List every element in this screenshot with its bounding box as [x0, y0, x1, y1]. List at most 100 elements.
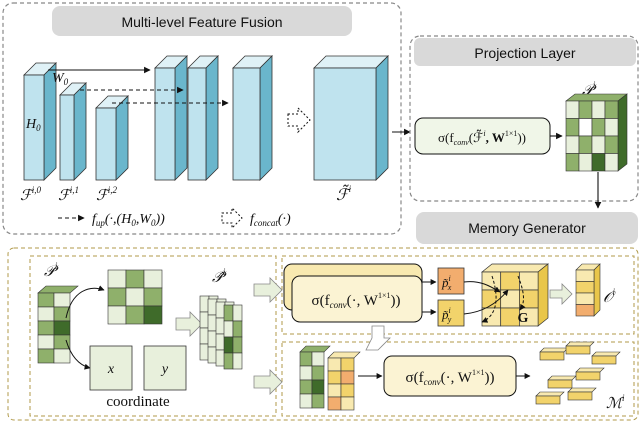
bottom-yellow-cell — [327, 383, 342, 398]
bottom-yellow-cell — [340, 396, 355, 411]
memory-bar-top — [565, 341, 595, 347]
memory-input-column — [37, 285, 79, 364]
feature-block-1 — [59, 82, 87, 181]
aug-cell — [232, 352, 243, 370]
proj-cell — [604, 100, 619, 119]
memory-bars — [535, 341, 621, 405]
bottom-green-cell — [299, 379, 313, 395]
memory-bar — [591, 355, 617, 365]
input-cell — [53, 320, 71, 336]
bottom-input-yellow — [327, 351, 361, 411]
bottom-yellow-cell — [327, 396, 342, 411]
bottom-green-cell — [311, 379, 325, 395]
legend-up-f: f — [92, 212, 98, 227]
memory-bar-top — [567, 387, 597, 393]
aug-cell — [207, 330, 218, 348]
aug-cell — [223, 352, 234, 370]
memory-bar — [547, 379, 573, 389]
bottom-input-green — [299, 345, 331, 409]
aug-cell — [207, 314, 218, 332]
bottom-yellow-cell — [340, 357, 355, 372]
fused-block — [313, 55, 389, 181]
memory-grid-3x3 — [107, 269, 163, 325]
input-cell — [37, 348, 55, 364]
coord-x-box — [89, 345, 133, 391]
input-cell — [37, 292, 55, 308]
svg-text:ℱi,0: ℱi,0 — [20, 185, 42, 204]
offset-output — [575, 263, 601, 317]
bottom-yellow-cell — [327, 370, 342, 385]
bottom-green-cell — [299, 393, 313, 409]
proj-cell — [604, 153, 619, 172]
grid-internal-arrow-1 — [481, 275, 497, 323]
upsampled-stack — [154, 55, 273, 181]
input-cell — [37, 334, 55, 350]
bottom-green-cell — [311, 365, 325, 381]
grid3-cell — [107, 287, 127, 307]
aug-stack — [199, 295, 243, 370]
grid3-cell — [107, 269, 127, 289]
memory-bar-top — [547, 375, 577, 381]
fusion-title: Multi-level Feature Fusion — [121, 14, 282, 30]
memory-bar — [567, 391, 593, 401]
svg-text:fup(·,(H0,W0)): fup(·,(H0,W0)) — [92, 212, 165, 228]
input-cell — [53, 306, 71, 322]
aug-cell — [215, 333, 226, 351]
input-cell — [37, 306, 55, 322]
proj-cell — [578, 153, 593, 172]
gcube-cell — [500, 271, 520, 291]
offset-cell — [575, 269, 595, 282]
projection-title: Projection Layer — [474, 45, 576, 61]
input-cell — [37, 320, 55, 336]
grid-label: G — [518, 311, 529, 326]
branch-arrow-bottom — [253, 369, 283, 395]
fusion-header — [52, 6, 352, 36]
offset-cell — [575, 304, 595, 317]
memory-bar-top — [535, 391, 565, 397]
svg-text:p̃ix: p̃ix — [441, 274, 452, 292]
px-to-grid-arrow — [463, 281, 501, 293]
conv-bottom-formula: σ(fconv(·, W1×1)) — [406, 368, 495, 387]
bottom-green-cell — [311, 393, 325, 409]
memory-bar-top — [591, 351, 621, 357]
concat-arrow — [287, 106, 311, 134]
aug-cell — [207, 346, 218, 364]
grid-cube: G — [481, 263, 549, 327]
gcube-cell — [481, 307, 502, 327]
offset-cell — [575, 281, 595, 294]
memory-bar-top — [539, 347, 569, 353]
memory-bar — [575, 371, 601, 381]
input-cell — [53, 348, 71, 364]
coord-caption: coordinate — [106, 394, 170, 410]
projection-output-grid — [565, 93, 628, 172]
proj-cell — [604, 118, 619, 137]
svg-text:ℱi,1: ℱi,1 — [58, 185, 79, 204]
aug-cell — [232, 320, 243, 338]
aug-cell — [199, 327, 210, 345]
offset-cell — [575, 292, 595, 305]
projection-formula: σ(fconv(ℱ̃i, W1×1)) — [438, 129, 526, 147]
conv-box-front — [291, 275, 423, 323]
aug-cell — [223, 304, 234, 322]
svg-text:ℳi: ℳi — [606, 393, 625, 412]
label-w0: W — [52, 71, 65, 86]
grid3-cell — [125, 305, 145, 325]
legend-cat-f: f — [250, 212, 256, 227]
bottom-yellow-cell — [340, 370, 355, 385]
proj-cell — [565, 135, 580, 154]
svg-text:H0: H0 — [25, 117, 41, 133]
aug-cell — [199, 311, 210, 329]
memory-bar — [539, 351, 565, 361]
aug-cell — [199, 295, 210, 313]
proj-cell — [604, 135, 619, 154]
svg-text:p̃iy: p̃iy — [441, 306, 452, 324]
memory-title: Memory Generator — [468, 220, 586, 236]
input-cell — [53, 292, 71, 308]
grid3-cell — [143, 287, 163, 307]
svg-text:W0: W0 — [52, 71, 69, 87]
label-h0: H — [25, 117, 37, 132]
bottom-yellow-cell — [327, 357, 342, 372]
memory-header — [416, 212, 638, 244]
conv-top-formula: σ(fconv(·, W1×1)) — [312, 291, 401, 310]
